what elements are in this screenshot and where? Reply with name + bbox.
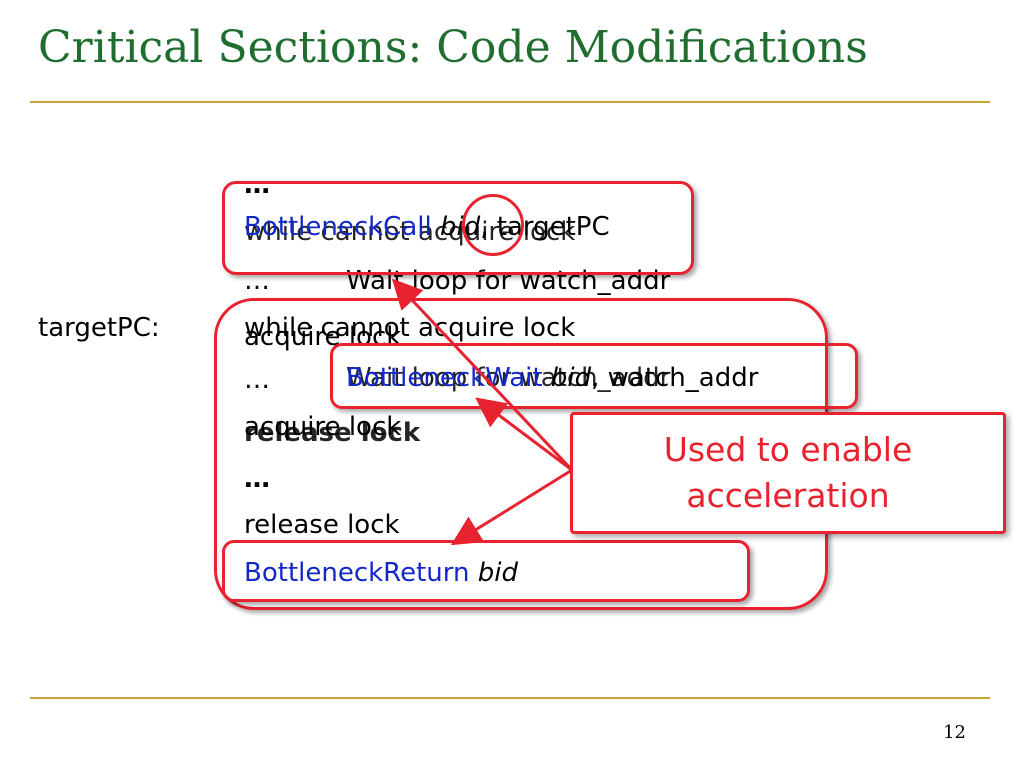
arrow-to-wait: [475, 397, 573, 472]
bottleneck-wait-highlight-box: [330, 343, 858, 409]
ghost-while-line-2: while cannot acquire lock: [244, 313, 576, 343]
bottleneck-wait-line: BottleneckWait bid, watch_addr: [346, 363, 758, 393]
arrow-to-call: [391, 278, 574, 472]
callout-line-1: Used to enable: [663, 430, 913, 469]
bottleneck-call-highlight-box: [222, 181, 694, 275]
bottleneck-wait-keyword: BottleneckWait: [346, 363, 543, 393]
callout-line-2: acceleration: [686, 476, 890, 515]
bottleneck-return-keyword: BottleneckReturn: [244, 558, 470, 588]
bottleneck-wait-bid: bid: [550, 363, 592, 393]
acceleration-callout: Used to enable acceleration: [570, 412, 1006, 534]
code-ellipsis-1: …: [244, 266, 270, 296]
ghost-wait-loop-line: Wait loop for watch_addr: [346, 363, 671, 393]
bid-highlight-circle: [462, 194, 524, 256]
release-lock-line: release lock: [244, 510, 400, 540]
slide-title: Critical Sections: Code Modifications: [38, 22, 868, 73]
bottleneck-wait-args: , watch_addr: [591, 363, 759, 393]
target-pc-label: targetPC:: [38, 313, 160, 343]
footer-divider: [30, 697, 990, 699]
code-ellipsis-2: …: [244, 365, 270, 395]
page-number: 12: [943, 722, 966, 743]
bottleneck-return-line: BottleneckReturn bid: [244, 558, 518, 588]
acquire-lock-line-2: acquire lock: [244, 412, 402, 442]
arrow-to-return: [450, 468, 573, 546]
bottleneck-return-highlight-box: [222, 540, 750, 602]
code-ellipsis-bold: …: [244, 464, 270, 494]
ghost-release-line: release lock: [244, 418, 421, 448]
bottleneck-call-keyword: BottleneckCall: [244, 212, 432, 242]
code-ellipsis-top: …: [244, 170, 270, 200]
title-divider: [30, 101, 990, 103]
bottleneck-return-bid: bid: [477, 558, 518, 588]
acquire-lock-line-1: acquire lock: [244, 322, 402, 352]
